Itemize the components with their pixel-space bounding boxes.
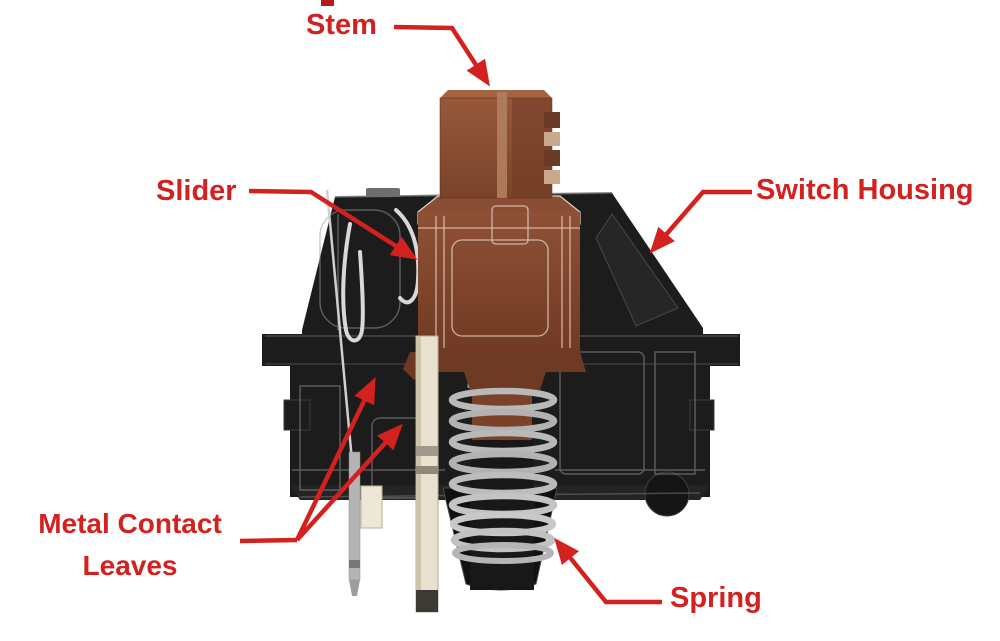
label-spring: Spring xyxy=(670,582,762,614)
metal-contact-leaves-arrow-1 xyxy=(294,377,376,541)
cropped-text-fragment xyxy=(321,0,334,6)
spring-arrow xyxy=(554,537,662,605)
label-metal-contact-leaves: Metal Contact Leaves xyxy=(38,508,222,581)
spring-shape xyxy=(448,387,558,564)
switch-housing-arrow xyxy=(649,189,752,254)
label-switch-housing: Switch Housing xyxy=(756,174,974,206)
annotation-arrows xyxy=(239,24,752,605)
label-stem: Stem xyxy=(306,9,377,41)
slider-shape xyxy=(403,195,586,590)
label-slider: Slider xyxy=(156,175,237,207)
metal-contact-leaves-arrow-2 xyxy=(295,423,403,542)
stem-arrow xyxy=(393,24,490,87)
slider-arrow xyxy=(248,188,418,260)
metal-contact-leaves-arrow-stub xyxy=(239,537,298,544)
stem-shape xyxy=(439,90,560,199)
switch-pin xyxy=(348,451,361,596)
metal-contact-leaf-shape xyxy=(360,335,439,613)
